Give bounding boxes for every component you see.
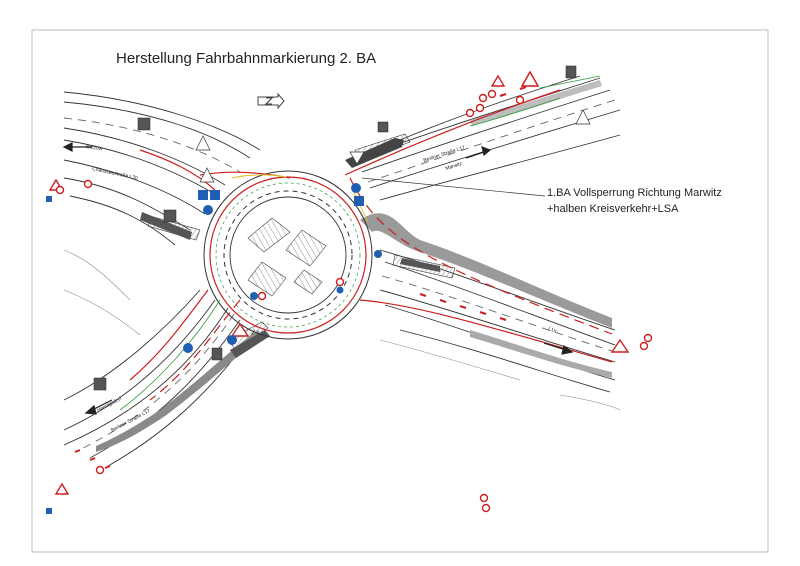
plan-title: Herstellung Fahrbahnmarkierung 2. BA xyxy=(116,50,376,67)
direction-arrows xyxy=(62,142,574,415)
verge-band-top-right xyxy=(470,80,602,126)
mandatory-sign-icon xyxy=(46,183,382,514)
prohibition-sign-icon xyxy=(55,89,653,513)
annotation-leader xyxy=(361,177,546,197)
phase-note-line-2: +halben Kreisverkehr+LSA xyxy=(547,203,679,215)
street-label-l1u: L1u xyxy=(547,326,557,334)
roadworks-dashes xyxy=(74,86,527,469)
street-label-buetzow: Bötzow xyxy=(86,144,103,152)
green-marking-lines xyxy=(119,75,601,411)
splitter-island-right xyxy=(400,258,440,272)
verge-band-right xyxy=(360,213,612,328)
drawing-frame xyxy=(31,29,769,553)
sign-gantry-icon xyxy=(195,109,591,183)
traffic-signal-icon xyxy=(93,65,577,391)
street-label-chaussee: Chausseestraße L20 xyxy=(92,166,139,182)
splitter-island-top xyxy=(345,138,404,168)
roundabout xyxy=(203,170,373,340)
phase-note-line-1: 1.BA Vollsperrung Richtung Marwitz xyxy=(547,187,722,199)
splitter-island-bottom xyxy=(230,330,270,358)
street-label-hennigsdorf: Hennigsdorf xyxy=(96,396,123,414)
splitter-island-left xyxy=(140,212,192,240)
street-label-marwitz: Marwitz xyxy=(445,161,464,172)
north-arrow-icon xyxy=(257,92,285,110)
verge-band-bottom xyxy=(96,330,262,452)
verge-band-lower-right xyxy=(470,330,612,378)
